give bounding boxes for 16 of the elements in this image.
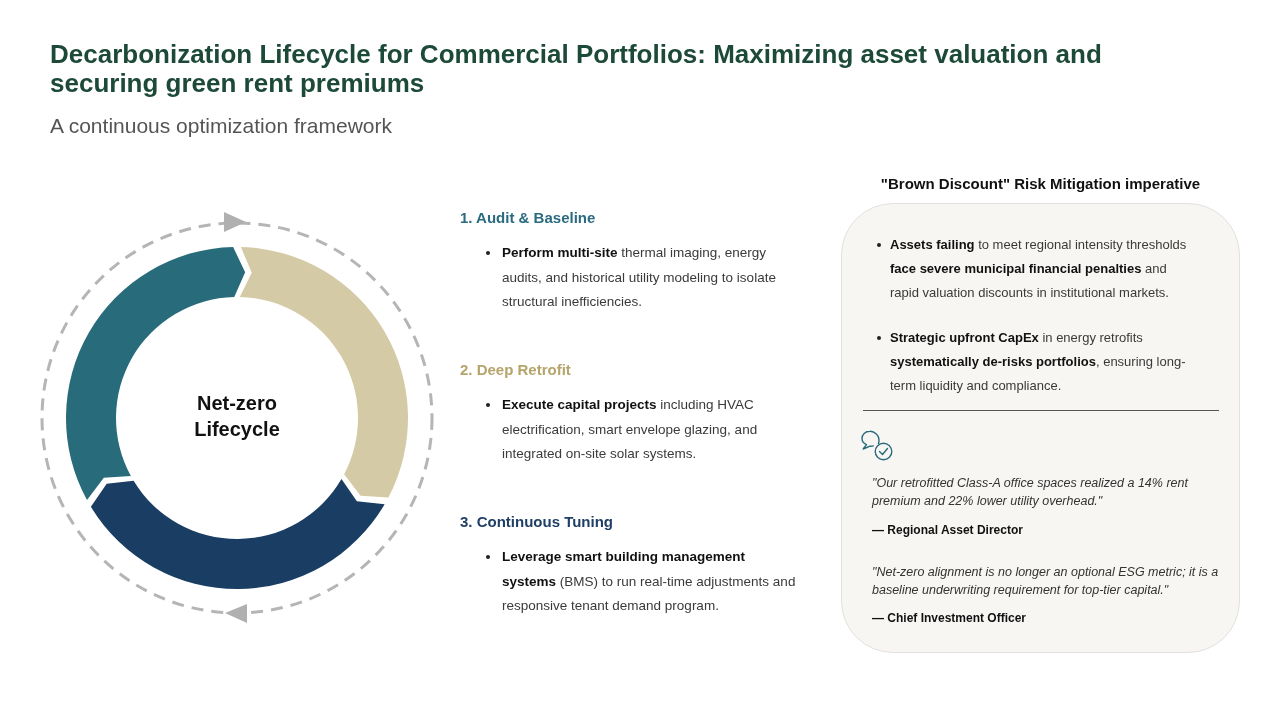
bullet-text: Execute capital projects including HVAC electrification, smart envelope glazing, and integrated on-site solar systems. xyxy=(502,396,759,463)
bullet-text: Perform multi-site thermal imaging, energy audits, and historical utility modeling to isolate structural inefficiencies. xyxy=(502,244,777,311)
title: Decarbonization Lifecycle for Commercial Portfolios: Maximizing asset valuation and securing green rent premiums xyxy=(50,40,1103,98)
quote-attribution: — Regional Asset Director xyxy=(872,522,1024,538)
subtitle: A continuous optimization framework xyxy=(50,113,393,139)
step-heading: 3. Continuous Tuning xyxy=(460,512,614,532)
bullet-text: Strategic upfront CapEx in energy retrofits systematically de-risks portfolios, ensuring long-term liquidity and compliance. xyxy=(890,329,1187,395)
quote-text: "Net-zero alignment is no longer an optional ESG metric; it is a baseline underwriting requirement for top-tier capital." xyxy=(872,564,1220,599)
quote-attribution: — Chief Investment Officer xyxy=(872,610,1028,626)
step-heading: 1. Audit & Baseline xyxy=(460,208,596,228)
ring-center-label: Net-zero Lifecycle xyxy=(193,391,281,442)
panel-heading: "Brown Discount" Risk Mitigation imperative xyxy=(879,174,1202,194)
bullet-text: Assets failing to meet regional intensity thresholds face severe municipal financial penalties and rapid valuation discounts in institutional markets. xyxy=(890,236,1188,302)
quote-text: "Our retrofitted Class-A office spaces realized a 14% rent premium and 22% lower utility overhead." xyxy=(872,475,1190,510)
bullet-text: Leverage smart building management systems (BMS) to run real-time adjustments and responsive tenant demand program. xyxy=(502,548,797,615)
step-heading: 2. Deep Retrofit xyxy=(460,360,571,380)
